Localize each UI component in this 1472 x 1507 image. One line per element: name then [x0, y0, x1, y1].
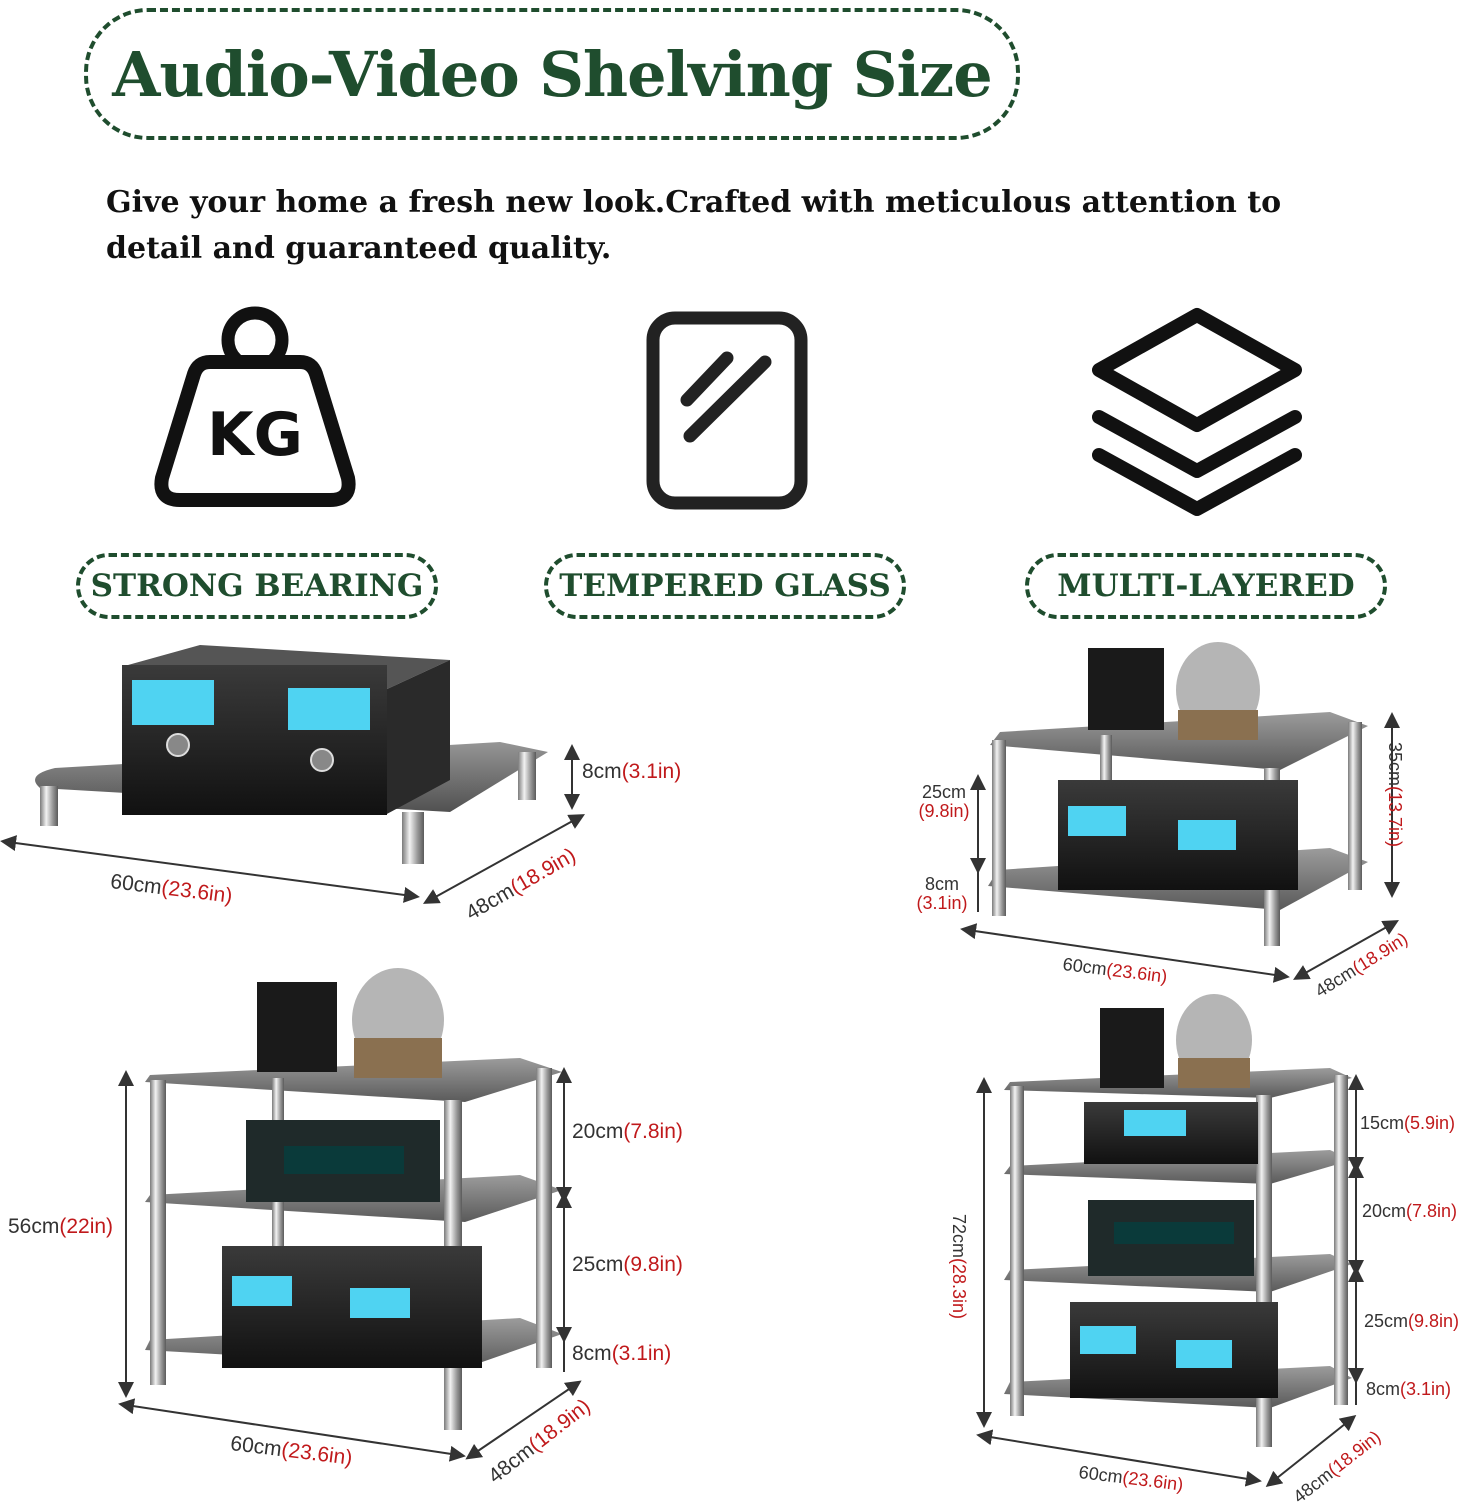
four-tier-third-label: 25cm(9.8in) — [1364, 1311, 1460, 1331]
four-tier-top-label: 15cm(5.9in) — [1360, 1113, 1456, 1133]
tagline-line-1: Give your home a fresh new look.Crafted … — [106, 185, 1282, 220]
one-tier-stand — [35, 645, 548, 864]
four-tier-second-label: 20cm(7.8in) — [1362, 1201, 1458, 1221]
two-tier-foot-label: 8cm(3.1in) — [916, 874, 968, 913]
feature-label-multi-layered: MULTI-LAYERED — [1025, 553, 1387, 619]
three-tier-total-label: 56cm(22in) — [8, 1215, 114, 1238]
amplifier — [122, 645, 450, 815]
two-tier-gap-label: 25cm(9.8in) — [918, 782, 970, 821]
glass-panel-icon — [646, 311, 808, 510]
three-tier-foot-label: 8cm(3.1in) — [572, 1342, 672, 1365]
four-tier-stand — [1004, 994, 1352, 1447]
three-tier-top-label: 20cm(7.8in) — [572, 1120, 683, 1143]
kg-weight-icon: KG — [154, 306, 356, 507]
three-tier-stand — [145, 968, 562, 1430]
title-frame — [84, 8, 1020, 140]
tagline-line-2: detail and guaranteed quality. — [106, 231, 612, 266]
two-tier-stand — [988, 642, 1368, 946]
three-tier-mid-label: 25cm(9.8in) — [572, 1253, 683, 1276]
feature-label-strong-bearing: STRONG BEARING — [76, 553, 438, 619]
layers-icon — [1092, 308, 1302, 516]
kg-label: KG — [207, 400, 303, 470]
page-title: Audio-Video Shelving Size — [112, 37, 992, 111]
feature-label-tempered-glass: TEMPERED GLASS — [544, 553, 906, 619]
tagline: Give your home a fresh new look.Crafted … — [106, 180, 1306, 272]
four-tier-total-label: 72cm(28.3in) — [949, 1214, 969, 1320]
two-tier-total-label: 35cm(13.7in) — [1385, 742, 1405, 848]
four-tier-foot-label: 8cm(3.1in) — [1366, 1379, 1452, 1399]
one-tier-height-label: 8cm(3.1in) — [582, 760, 682, 783]
